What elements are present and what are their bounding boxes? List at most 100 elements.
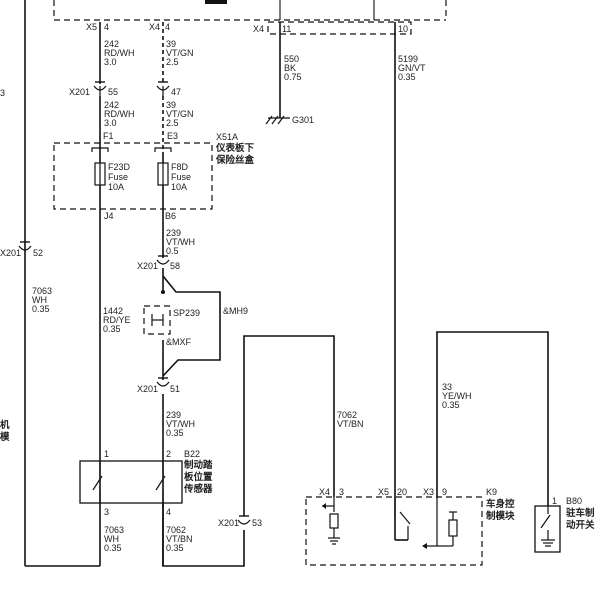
connector-x201-52 — [18, 241, 32, 251]
svg-text:0.35: 0.35 — [442, 400, 460, 410]
x4-pin-label: 4 — [165, 22, 170, 32]
svg-text:39: 39 — [166, 100, 176, 110]
top-module-box — [53, 0, 447, 21]
bcm-pin-20: 20 — [397, 487, 407, 497]
x201-58-pin: 58 — [170, 261, 180, 271]
wire-label-5199: 5199 GN/VT 0.35 — [398, 54, 426, 82]
svg-text:VT/GN: VT/GN — [166, 48, 194, 58]
connector-x201-55 — [93, 81, 170, 96]
sensor-pin-4: 4 — [166, 507, 171, 517]
splice-mxf: &MXF — [166, 337, 192, 347]
wire-7062-up — [243, 335, 335, 516]
svg-text:Fuse: Fuse — [108, 172, 128, 182]
wire-label-550: 550 BK 0.75 — [284, 54, 302, 82]
pin-e3-label: E3 — [167, 131, 178, 141]
svg-text:0.35: 0.35 — [32, 304, 50, 314]
x5-pin-label: 4 — [104, 22, 109, 32]
fuse-f23d-symbol — [91, 147, 109, 186]
svg-text:0.75: 0.75 — [284, 72, 302, 82]
sensor-name-1: 制动踏 — [184, 459, 213, 471]
svg-text:VT/BN: VT/BN — [166, 534, 193, 544]
svg-text:3.0: 3.0 — [104, 57, 117, 67]
connector-x201-51 — [156, 377, 170, 387]
svg-text:RD/YE: RD/YE — [103, 315, 131, 325]
svg-text:242: 242 — [104, 39, 119, 49]
sensor-name-3: 传感器 — [183, 483, 213, 495]
svg-text:WH: WH — [32, 295, 47, 305]
left-edge-num: 3 — [0, 88, 5, 98]
x201-51-pin: 51 — [170, 384, 180, 394]
wire-label-1442: 1442 RD/YE 0.35 — [103, 306, 131, 334]
svg-text:33: 33 — [442, 382, 452, 392]
x201-53-name: X201 — [218, 518, 239, 528]
sensor-pin-1: 1 — [104, 449, 109, 459]
switch-b80-contacts — [540, 506, 555, 547]
svg-text:F23D: F23D — [108, 162, 131, 172]
bcm-input-x3-9 — [422, 497, 458, 549]
svg-text:2.5: 2.5 — [166, 118, 179, 128]
switch-name-2: 动开关 — [566, 519, 595, 531]
svg-text:WH: WH — [104, 534, 119, 544]
wire-mh9-loop — [162, 275, 221, 377]
sensor-b22-outline — [79, 460, 183, 504]
bcm-input-x4-3 — [322, 497, 340, 545]
bcm-x5: X5 — [378, 487, 389, 497]
svg-text:242: 242 — [104, 100, 119, 110]
x201-55-name: X201 — [69, 87, 90, 97]
x201-55-pin: 55 — [108, 87, 118, 97]
pin-j4-label: J4 — [104, 211, 114, 221]
bcm-name-2: 制模块 — [486, 510, 515, 522]
svg-text:VT/WH: VT/WH — [166, 419, 195, 429]
x4b-label: X4 — [253, 24, 264, 34]
svg-text:VT/GN: VT/GN — [166, 109, 194, 119]
svg-text:10A: 10A — [171, 182, 187, 192]
svg-text:F8D: F8D — [171, 162, 189, 172]
svg-text:5199: 5199 — [398, 54, 418, 64]
wire-label-242a: 242 RD/WH 3.0 — [104, 39, 135, 67]
wire-label-7062b: 7062 VT/BN 0.35 — [166, 525, 193, 553]
svg-text:10A: 10A — [108, 182, 124, 192]
bcm-pin-3: 3 — [339, 487, 344, 497]
svg-text:7062: 7062 — [337, 410, 357, 420]
x201-51-name: X201 — [137, 384, 158, 394]
wire-label-7062a: 7062 VT/BN — [337, 410, 364, 429]
fuse-f8d-symbol — [154, 147, 172, 186]
x201-53-pin: 53 — [252, 518, 262, 528]
wire-label-242b: 242 RD/WH 3.0 — [104, 100, 135, 128]
splice-ref: SP239 — [173, 308, 200, 318]
svg-text:7063: 7063 — [104, 525, 124, 535]
bcm-pin-9: 9 — [442, 487, 447, 497]
sensor-pin-3: 3 — [104, 507, 109, 517]
svg-text:0.35: 0.35 — [166, 428, 184, 438]
splice-mh9: &MH9 — [223, 306, 248, 316]
fuse-block-ref: X51A — [216, 132, 238, 142]
svg-text:0.35: 0.35 — [398, 72, 416, 82]
bcm-input-x5-20 — [394, 497, 411, 540]
x5-label: X5 — [86, 22, 97, 32]
bcm-x4: X4 — [319, 487, 330, 497]
fuse-f8d-label: F8D Fuse 10A — [171, 162, 191, 192]
svg-text:VT/WH: VT/WH — [166, 237, 195, 247]
svg-text:550: 550 — [284, 54, 299, 64]
svg-text:7063: 7063 — [32, 286, 52, 296]
fuse-block-name-2: 保险丝盒 — [215, 154, 255, 166]
switch-pin-1: 1 — [552, 496, 557, 506]
ground-label: G301 — [292, 115, 314, 125]
svg-text:2.5: 2.5 — [166, 57, 179, 67]
svg-text:1442: 1442 — [103, 306, 123, 316]
x4-label: X4 — [149, 22, 160, 32]
splice-sp239-symbol — [143, 290, 171, 335]
svg-text:39: 39 — [166, 39, 176, 49]
svg-text:0.5: 0.5 — [166, 246, 179, 256]
svg-text:0.35: 0.35 — [166, 543, 184, 553]
connector-x201-53 — [237, 515, 251, 525]
wire-label-239a: 239 VT/WH 0.5 — [166, 228, 195, 256]
svg-text:RD/WH: RD/WH — [104, 48, 135, 58]
bcm-name-1: 车身控 — [486, 498, 515, 510]
x201-52-name: X201 — [0, 248, 21, 258]
wire-label-39a: 39 VT/GN 2.5 — [166, 39, 194, 67]
fuse-block-outline — [53, 142, 213, 210]
fuse-f23d-label: F23D Fuse 10A — [108, 162, 131, 192]
